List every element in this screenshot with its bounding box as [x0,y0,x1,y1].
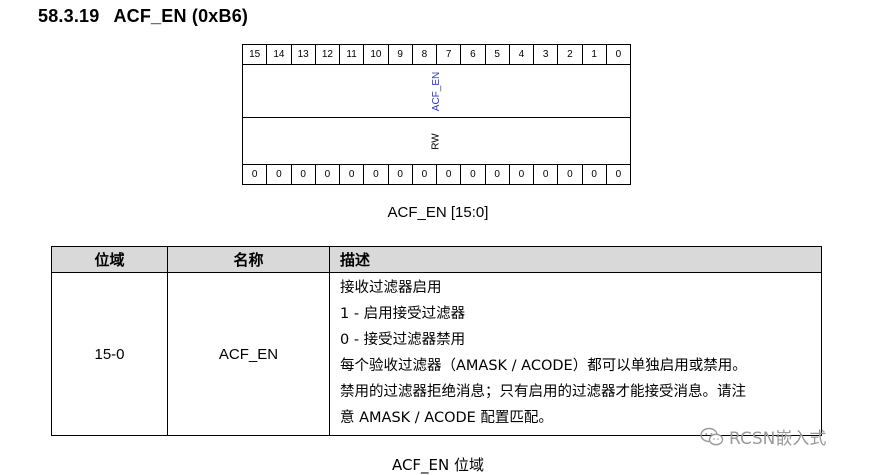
description-line: 禁用的过滤器拒绝消息；只有启用的过滤器才能接受消息。请注 [340,384,746,400]
reset-bit: 0 [508,164,535,185]
section-title: ACF_EN (0xB6) [113,6,249,26]
reset-bit: 0 [532,164,559,185]
bit-number: 0 [605,44,632,65]
bit-number: 8 [411,44,438,65]
reset-bit: 0 [605,164,632,185]
access-type: RW [430,132,442,150]
bit-number: 4 [508,44,535,65]
watermark: RCSN嵌入式 [700,424,826,449]
section-number: 58.3.19 [38,6,100,26]
header-name: 名称 [167,246,330,273]
bit-number: 14 [266,44,292,65]
header-description: 描述 [329,246,822,273]
reset-value-row: 0 0 0 0 0 0 0 0 0 0 0 0 0 0 0 0 [241,164,632,185]
bit-number: 13 [290,44,316,65]
reset-bit: 0 [460,164,486,185]
table-row: 15-0 ACF_EN 接收过滤器启用 1 - 启用接受过滤器 0 - 接受过滤… [51,272,822,436]
reset-bit: 0 [557,164,583,185]
description-line: 0 - 接受过滤器禁用 [340,332,466,348]
bit-number: 1 [581,44,607,65]
register-diagram: 15 14 13 12 11 10 9 8 7 6 5 4 3 2 1 0 AC… [241,44,632,185]
reset-bit: 0 [338,164,365,185]
reset-bit: 0 [241,164,268,185]
access-row: RW [242,117,631,165]
bit-number: 3 [532,44,559,65]
bit-number: 11 [338,44,365,65]
reset-bit: 0 [290,164,316,185]
section-heading: 58.3.19 ACF_EN (0xB6) [38,6,248,27]
bit-number: 15 [241,44,268,65]
bit-number: 10 [363,44,389,65]
bit-number-row: 15 14 13 12 11 10 9 8 7 6 5 4 3 2 1 0 [241,44,632,65]
bit-number: 2 [557,44,583,65]
reset-bit: 0 [581,164,607,185]
description-line: 1 - 启用接受过滤器 [340,306,466,322]
field-description-table: 位域 名称 描述 15-0 ACF_EN 接收过滤器启用 1 - 启用接受过滤器… [51,246,822,436]
field-name-row: ACF_EN [242,64,631,118]
bit-number: 6 [460,44,486,65]
cell-name: ACF_EN [167,272,330,436]
bit-number: 7 [435,44,462,65]
reset-bit: 0 [266,164,292,185]
bit-number: 5 [484,44,510,65]
reset-bit: 0 [411,164,438,185]
reset-bit: 0 [435,164,462,185]
field-name-cell: ACF_EN [242,64,631,118]
reset-bit: 0 [314,164,341,185]
cell-bits: 15-0 [51,272,168,436]
watermark-text: RCSN嵌入式 [729,429,827,449]
wechat-icon [700,427,724,445]
bit-number: 12 [314,44,341,65]
field-name: ACF_EN [430,71,442,111]
description-line: 意 AMASK / ACODE 配置匹配。 [340,410,553,426]
description-line: 接收过滤器启用 [340,280,442,296]
bit-number: 9 [387,44,413,65]
header-bits: 位域 [51,246,168,273]
register-caption: ACF_EN [15:0] [387,204,489,221]
description-line: 每个验收过滤器（AMASK / ACODE）都可以单独启用或禁用。 [340,358,747,374]
cell-description: 接收过滤器启用 1 - 启用接受过滤器 0 - 接受过滤器禁用 每个验收过滤器（… [329,272,822,436]
reset-bit: 0 [387,164,413,185]
reset-bit: 0 [484,164,510,185]
access-cell: RW [242,117,631,165]
reset-bit: 0 [363,164,389,185]
table-header-row: 位域 名称 描述 [51,246,822,273]
table-caption: ACF_EN 位域 [391,456,485,474]
